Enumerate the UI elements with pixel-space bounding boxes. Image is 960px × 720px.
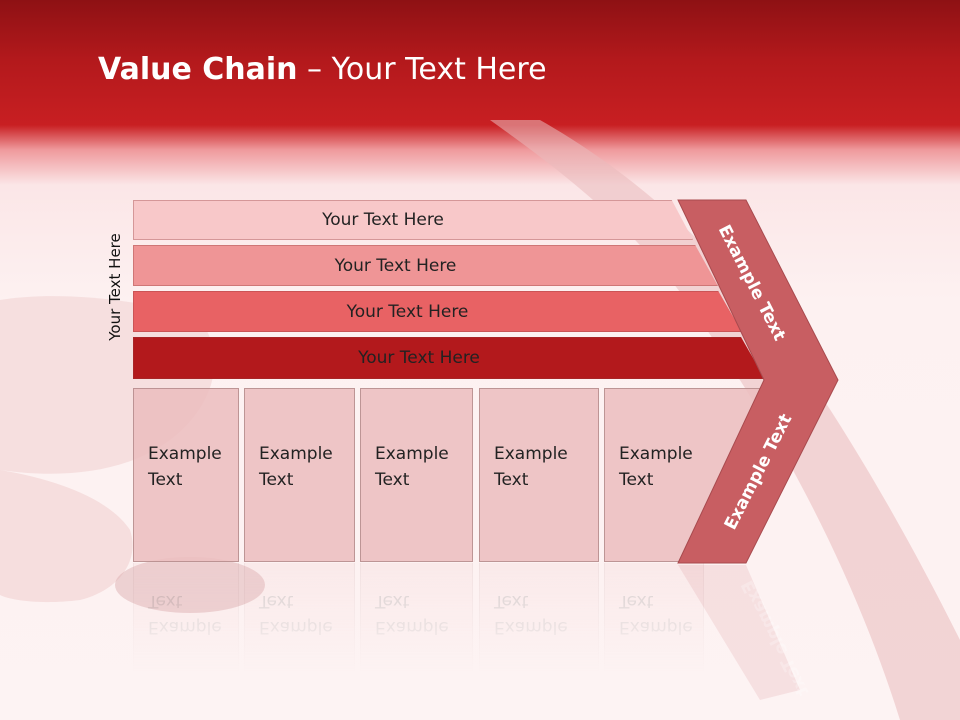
title-bold: Value Chain	[98, 52, 298, 87]
column-reflection: Example Text	[244, 563, 355, 693]
vertical-side-label: Your Text Here	[106, 233, 124, 341]
column-reflection-text: Example Text	[133, 563, 239, 693]
bar-row-2-label: Your Text Here	[334, 255, 457, 276]
column-reflection: Example Text	[360, 563, 473, 693]
column-box-1: Example Text	[133, 388, 239, 562]
bar-row-4-label: Your Text Here	[358, 348, 480, 368]
title-rest: – Your Text Here	[297, 52, 547, 87]
column-reflection-text: Example Text	[479, 563, 599, 693]
column-reflection-text: Example Text	[360, 563, 473, 693]
column-reflection: Example Text	[604, 563, 704, 693]
column-box-2: Example Text	[244, 388, 355, 562]
bar-row-4: Your Text Here	[133, 337, 765, 379]
slide-title: Value Chain – Your Text Here	[98, 52, 547, 87]
bar-row-1-label: Your Text Here	[322, 210, 444, 230]
column-box-4: Example Text	[479, 388, 599, 562]
column-reflection-text: Example Text	[244, 563, 355, 693]
bar-row-2: Your Text Here	[133, 245, 718, 286]
column-reflection-text: Example Text	[604, 563, 704, 693]
bar-row-3-label: Your Text Here	[346, 301, 469, 322]
bar-row-1: Your Text Here	[133, 200, 693, 240]
bar-row-3: Your Text Here	[133, 291, 742, 332]
column-reflection: Example Text	[133, 563, 239, 693]
column-box-3: Example Text	[360, 388, 473, 562]
column-reflection: Example Text	[479, 563, 599, 693]
